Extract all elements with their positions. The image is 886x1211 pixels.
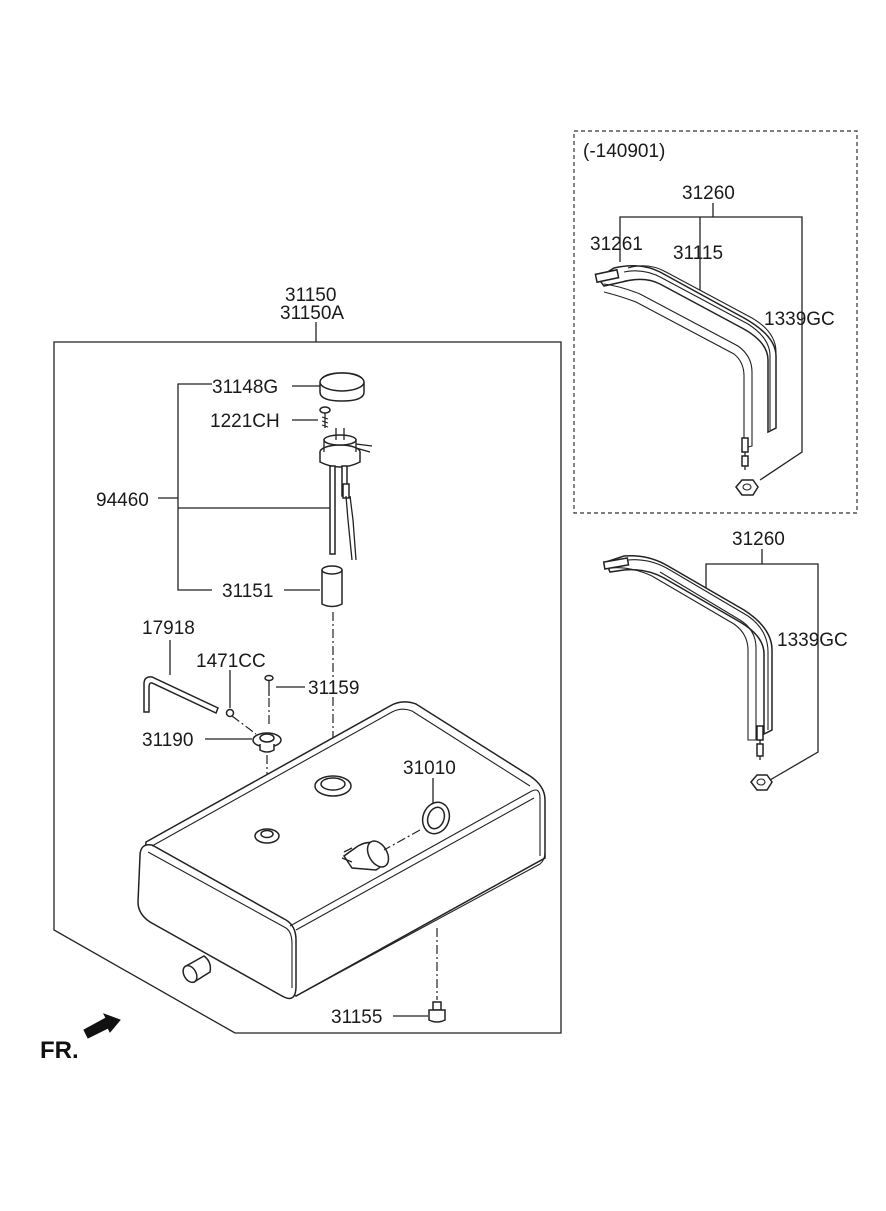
label-31150A: 31150A	[280, 303, 344, 324]
label-31190: 31190	[142, 730, 193, 751]
front-arrow-icon	[83, 1013, 121, 1039]
label-1339GC-top: 1339GC	[764, 309, 835, 330]
label-31148G: 31148G	[212, 377, 278, 398]
fuel-tank	[137, 701, 546, 1000]
label-31010: 31010	[403, 758, 456, 779]
label-1221CH: 1221CH	[210, 411, 280, 432]
label-1339GC-bottom: 1339GC	[777, 630, 848, 651]
variant-box-140901	[573, 130, 858, 514]
sender-group-bracket	[158, 383, 332, 591]
label-31150: 31150	[285, 285, 336, 306]
screw-1221CH	[292, 406, 331, 428]
label-94460: 94460	[96, 490, 149, 511]
drain-plug-31155	[393, 928, 446, 1023]
hose-31151	[284, 565, 343, 608]
front-direction-indicator: FR.	[40, 1013, 121, 1064]
vent-tube-17918	[143, 640, 219, 715]
label-1471CC: 1471CC	[196, 651, 266, 672]
bolt-31159	[264, 674, 305, 725]
strap-assembly-top	[594, 203, 803, 496]
clip-1471CC	[225, 670, 235, 718]
gasket-31010	[383, 778, 451, 851]
main-assembly-frame	[53, 322, 562, 1034]
label-31115: 31115	[673, 243, 723, 264]
strap-assembly-bottom	[602, 549, 819, 791]
label-31261: 31261	[590, 234, 643, 255]
label-31159: 31159	[308, 678, 359, 699]
label-31155: 31155	[331, 1007, 382, 1028]
label-variant-note: (-140901)	[583, 141, 665, 162]
fuel-sender-94460	[319, 428, 373, 561]
label-31151: 31151	[222, 581, 273, 602]
label-17918: 17918	[142, 618, 195, 639]
label-31260-bottom: 31260	[732, 529, 785, 550]
label-31260-top: 31260	[682, 183, 735, 204]
label-fr: FR.	[40, 1037, 79, 1064]
cap-31148G	[292, 372, 365, 402]
